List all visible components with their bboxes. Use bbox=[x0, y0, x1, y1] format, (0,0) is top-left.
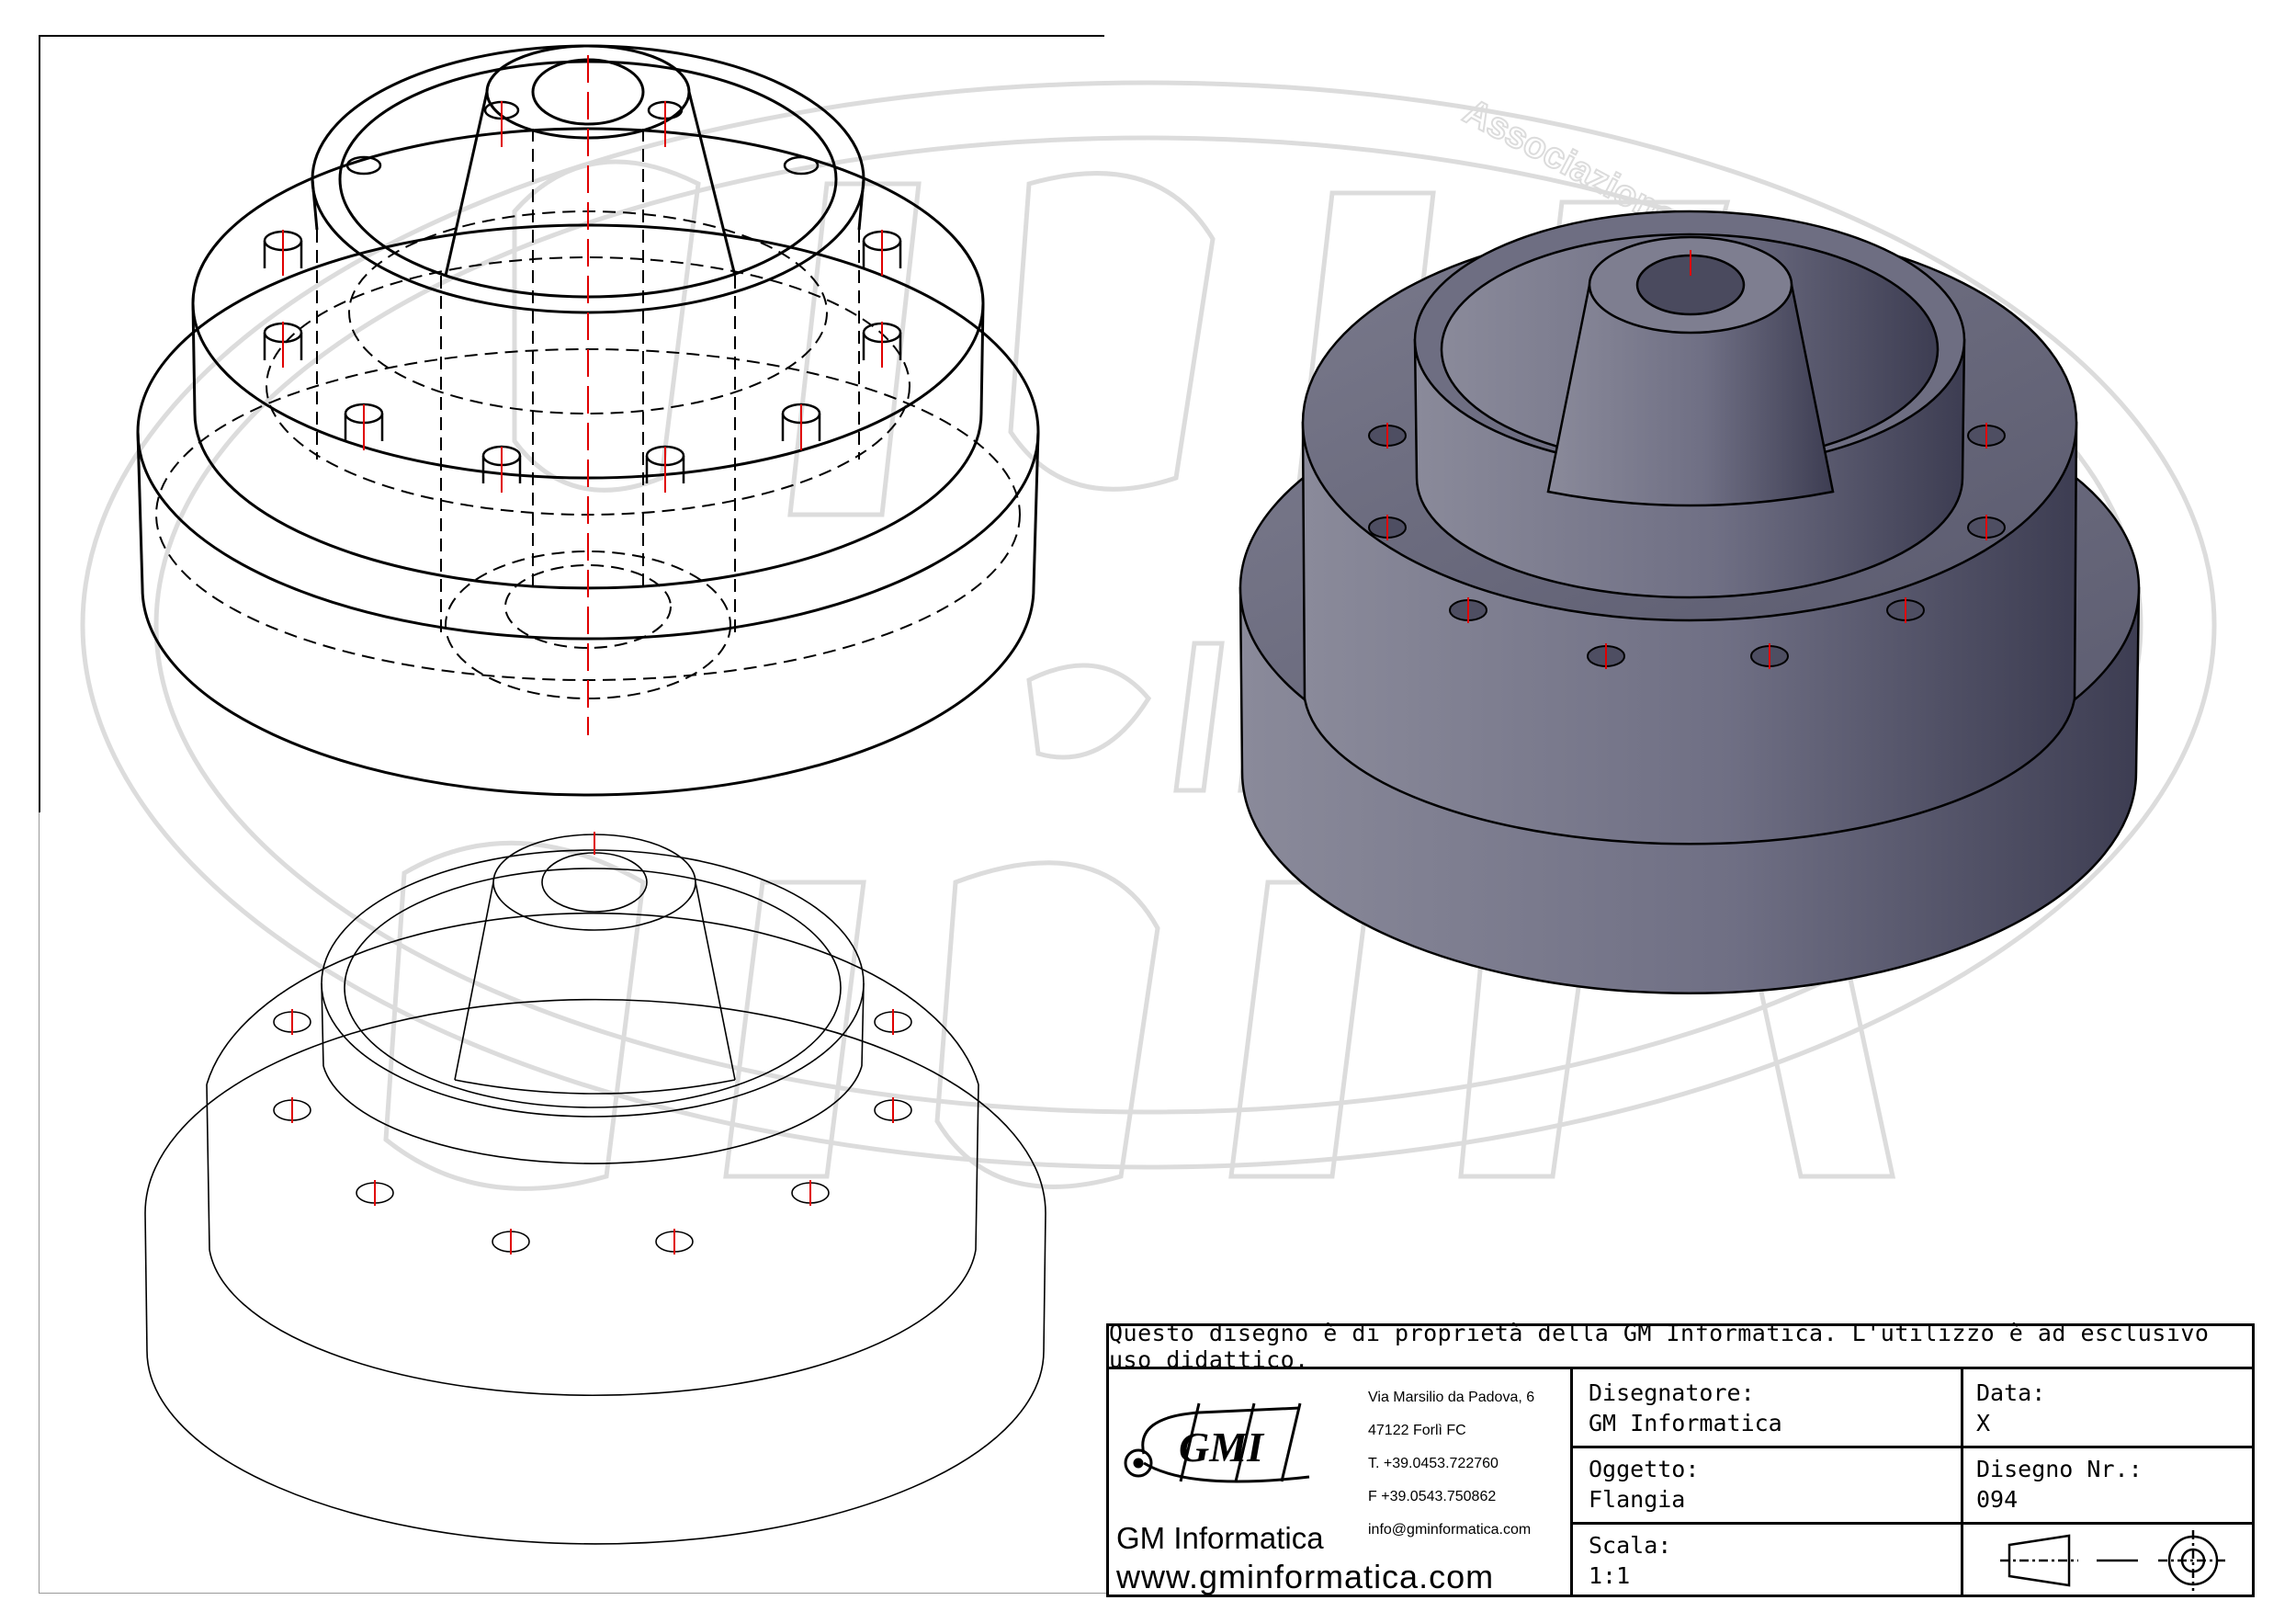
lv-ring-bottom-arc bbox=[322, 1065, 863, 1164]
lv-hub-right-edge bbox=[695, 881, 736, 1081]
object-cell: Oggetto: Flangia bbox=[1576, 1448, 1960, 1522]
hidden-inner-bore-ellipse bbox=[504, 564, 672, 649]
lv-flange-top-arc bbox=[206, 912, 979, 1085]
company-info-cell: GMI Via Marsilio da Padova, 6 47122 Forl… bbox=[1109, 1369, 1573, 1597]
website-link[interactable]: www.gminformatica.com bbox=[1116, 1558, 1495, 1595]
watermark-letter-shape bbox=[723, 880, 866, 1179]
flange-right-edge bbox=[979, 302, 985, 414]
sv-hub-side bbox=[1546, 283, 1835, 507]
drawing-number-cell: Disegno Nr.: 094 bbox=[1963, 1448, 2254, 1522]
designer-cell: Disegnatore: GM Informatica bbox=[1576, 1372, 1960, 1446]
lv-base-left-edge bbox=[144, 1212, 148, 1352]
gmi-logo: GMI bbox=[1124, 1402, 1310, 1483]
object-label: Oggetto: bbox=[1589, 1456, 1700, 1482]
first-angle-projection-icon bbox=[2000, 1530, 2228, 1591]
watermark-outer-ellipse bbox=[80, 80, 2217, 1170]
title-block-divider bbox=[1961, 1369, 1963, 1597]
lv-hub-left-edge bbox=[454, 881, 494, 1081]
fax-number: F +39.0543.750862 bbox=[1368, 1489, 1497, 1504]
axis-line bbox=[1386, 250, 1987, 669]
date-cell: Data: X bbox=[1963, 1372, 2254, 1446]
title-block-divider bbox=[1573, 1446, 2255, 1448]
title-block: Questo disegno è di proprietà della GM I… bbox=[1106, 1320, 2255, 1597]
designer-value: GM Informatica bbox=[1589, 1410, 1782, 1436]
base-bottom-arc bbox=[141, 587, 1035, 797]
wireframe-axis-lines bbox=[282, 55, 883, 735]
date-value: X bbox=[1976, 1410, 1991, 1436]
wireframe-bolt-holes bbox=[263, 100, 902, 483]
email-address[interactable]: info@gminformatica.com bbox=[1368, 1522, 1532, 1538]
flange-left-edge bbox=[191, 302, 197, 414]
logo-text: GMI bbox=[1179, 1424, 1265, 1470]
lv-ring-left-edge bbox=[321, 982, 324, 1067]
lv-ring-inner bbox=[344, 868, 842, 1108]
lv-ring-right-edge bbox=[861, 982, 865, 1067]
base-left-edge bbox=[136, 431, 144, 589]
lv-base-right-edge bbox=[1043, 1212, 1046, 1352]
designer-label: Disegnatore: bbox=[1589, 1379, 1755, 1406]
logo-circle bbox=[1124, 1448, 1153, 1478]
lv-flange-left-edge bbox=[206, 1084, 210, 1251]
lv-base-top-arc bbox=[144, 998, 1046, 1214]
hub-left-edge bbox=[444, 91, 489, 277]
base-right-edge bbox=[1032, 431, 1040, 589]
frame-left-border-upper bbox=[39, 35, 40, 812]
title-block-divider bbox=[1573, 1522, 2255, 1525]
bolt-hole bbox=[345, 155, 382, 176]
object-value: Flangia bbox=[1589, 1486, 1686, 1513]
scale-value: 1:1 bbox=[1589, 1562, 1631, 1589]
bolt-hole bbox=[783, 155, 820, 176]
ring-right-edge bbox=[857, 178, 865, 231]
ownership-notice: Questo disegno è di proprietà della GM I… bbox=[1109, 1320, 2252, 1373]
drawing-number-value: 094 bbox=[1976, 1486, 2019, 1513]
drawing-number-label: Disegno Nr.: bbox=[1976, 1456, 2143, 1482]
watermark-inner-ellipse bbox=[153, 135, 2143, 1115]
shaded-axis-lines bbox=[1386, 250, 1987, 669]
watermark-letter-shape bbox=[1173, 641, 1225, 793]
address-line-1: Via Marsilio da Padova, 6 bbox=[1368, 1390, 1535, 1405]
frame-top-left-border bbox=[39, 35, 1104, 37]
hub-right-edge bbox=[687, 91, 737, 277]
date-label: Data: bbox=[1976, 1379, 2046, 1406]
watermark-letter-shape bbox=[1026, 663, 1152, 760]
scale-label: Scala: bbox=[1589, 1532, 1672, 1559]
line-view-axis-lines bbox=[291, 832, 894, 1254]
watermark-letter-shape bbox=[934, 860, 1160, 1189]
watermark-letter-shape bbox=[1008, 171, 1216, 492]
axis-line bbox=[282, 101, 883, 493]
lv-base-bottom-arc bbox=[146, 1350, 1045, 1545]
scale-cell: Scala: 1:1 bbox=[1576, 1525, 1960, 1596]
lv-flange-right-edge bbox=[975, 1084, 979, 1251]
watermark-letter-shape bbox=[512, 159, 701, 493]
phone-number: T. +39.0453.722760 bbox=[1368, 1456, 1499, 1471]
address-line-2: 47122 Forlì FC bbox=[1368, 1423, 1466, 1438]
company-name: GM Informatica bbox=[1116, 1521, 1324, 1555]
frame-bottom-border bbox=[39, 1593, 1106, 1594]
lv-flange-bottom-arc bbox=[209, 1249, 977, 1397]
frame-left-border-lower bbox=[39, 812, 40, 1594]
lv-hub-base-arc bbox=[454, 1079, 736, 1095]
watermark-letter-shape bbox=[383, 840, 646, 1191]
ring-left-edge bbox=[311, 178, 319, 231]
axis-line bbox=[291, 832, 894, 1254]
